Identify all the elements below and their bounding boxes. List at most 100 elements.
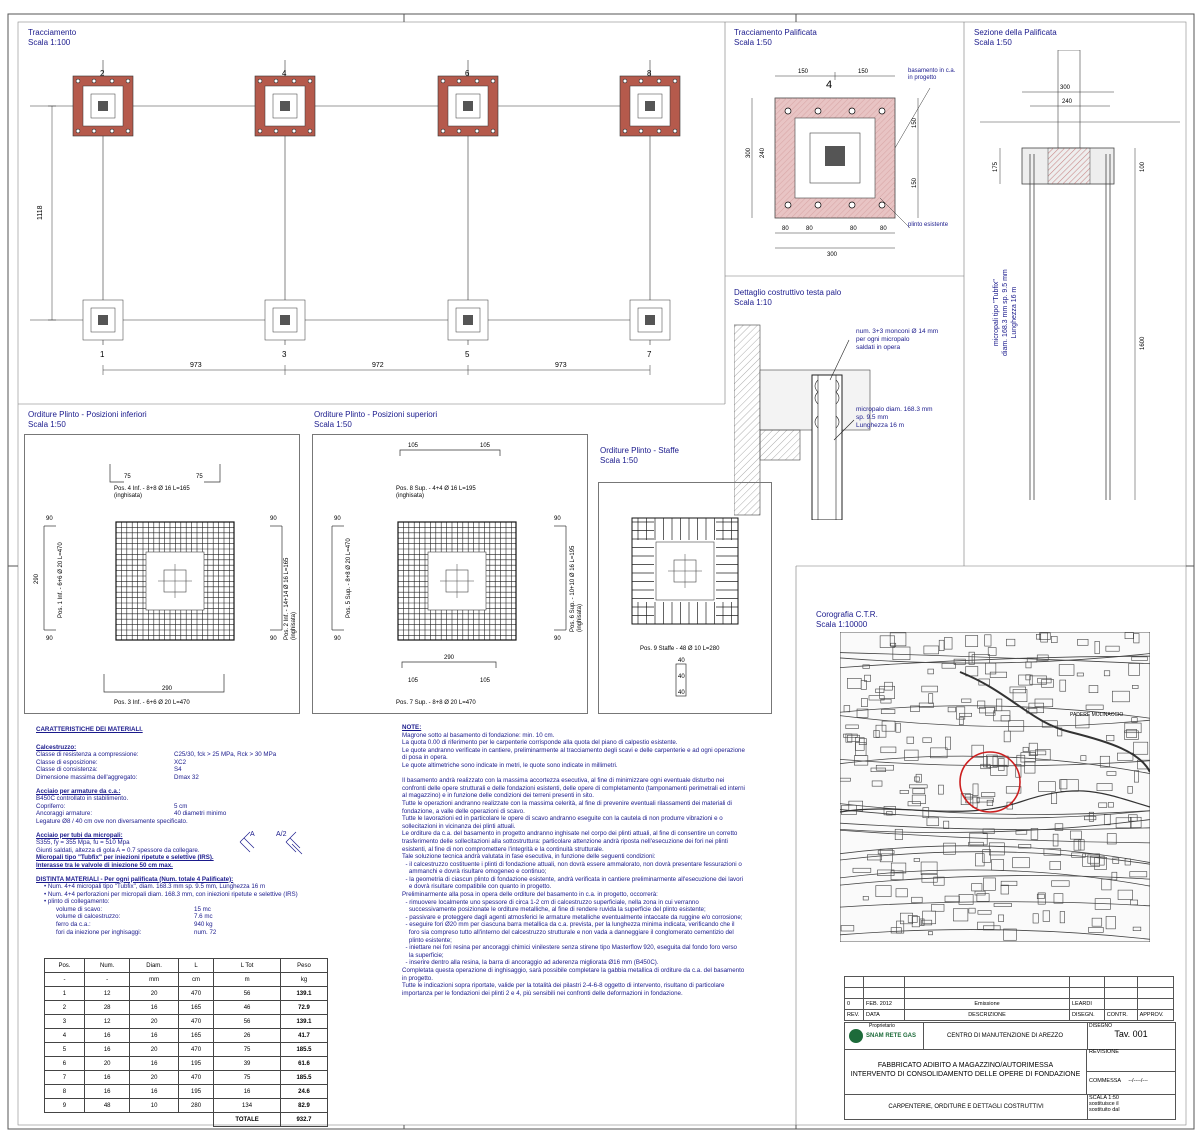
map-block xyxy=(875,885,892,897)
map-block xyxy=(947,706,956,713)
map-block xyxy=(1041,679,1054,688)
plan-id-7: 7 xyxy=(647,350,652,359)
map-block xyxy=(1053,893,1064,904)
acc-line: B450C controllato in stabilimento. xyxy=(36,795,129,803)
note-line: Tutte le indicazioni sopra riportate, va… xyxy=(402,982,725,990)
kv-key: Classe di consistenza: xyxy=(36,766,98,774)
map-street xyxy=(840,875,1150,886)
map-block xyxy=(1041,720,1058,728)
map-block xyxy=(961,698,972,703)
map-block xyxy=(860,680,867,690)
plan-dim-h2: 972 xyxy=(372,362,384,369)
map-block xyxy=(1088,927,1104,933)
map-block xyxy=(1112,857,1120,864)
pos2-label: Pos. 2 Inf. - 14+14 Ø 16 L=165 (inghisat… xyxy=(284,557,297,640)
dist-bullet-1-text: Num. 4+4 micropali tipo "Tubfix", diam. … xyxy=(47,883,266,891)
table-cell: 12 xyxy=(83,986,131,1001)
palificata-dim-l2: 240 xyxy=(760,147,766,158)
sezione-scale: Scala 1:50 xyxy=(974,38,1012,47)
sup-dim-90c: 90 xyxy=(554,516,561,522)
plan-plinto xyxy=(447,299,489,341)
map-block xyxy=(1134,770,1139,783)
map-block xyxy=(880,709,896,714)
note-line: Le quote altimetriche sono indicate in m… xyxy=(402,761,618,769)
pos6-label: Pos. 6 Sup. - 10+10 Ø 16 L=195 (inghisat… xyxy=(570,545,583,632)
notes-block: NOTE: Magrone sotto al basamento di fond… xyxy=(402,724,792,997)
map-block xyxy=(861,698,868,707)
tb-scala: SCALA 1:50 xyxy=(1089,1095,1119,1101)
map-block xyxy=(1015,829,1028,835)
table-cell: 20 xyxy=(129,1070,179,1085)
acc-last: Legature Ø8 / 40 cm ove non diversamente… xyxy=(36,817,188,825)
map-block xyxy=(913,858,920,862)
map-block xyxy=(1028,742,1038,756)
map-block xyxy=(868,695,885,701)
map-block xyxy=(1128,663,1140,676)
map-block xyxy=(945,736,951,750)
table-cell: 75 xyxy=(213,1042,281,1057)
map-block xyxy=(927,668,934,675)
map-block xyxy=(943,820,950,829)
staffe-dim-40c: 40 xyxy=(678,690,685,696)
table-cell: 4 xyxy=(44,1028,85,1043)
table-cell: 280 xyxy=(177,1098,215,1113)
map-block xyxy=(990,764,1008,776)
map-block xyxy=(923,645,939,655)
map-street xyxy=(840,655,1150,669)
palificata-dim-top2: 150 xyxy=(858,69,869,75)
table-cell: 82.9 xyxy=(279,1098,329,1113)
map-block xyxy=(911,794,926,804)
tb-commessa-val: --/----/--- xyxy=(1128,1078,1148,1084)
testa-scale: Scala 1:10 xyxy=(734,298,772,307)
note-line: - passivare e proteggere dagli agenti at… xyxy=(402,913,743,921)
kv-value: S4 xyxy=(174,766,182,774)
map-block xyxy=(1130,816,1142,828)
map-block xyxy=(1051,636,1058,643)
tb-commessa-label: COMMESSA xyxy=(1089,1078,1121,1084)
map-street xyxy=(840,759,1150,767)
table-cell: 39 xyxy=(213,1056,281,1071)
map-block xyxy=(1022,746,1029,752)
map-block xyxy=(922,910,936,925)
table-cell: 195 xyxy=(177,1056,215,1071)
tb-main: Proprietario SNAM RETE GAS CENTRO DI MAN… xyxy=(844,1022,1176,1120)
kv-key: fori da iniezione per inghisaggi: xyxy=(56,928,142,936)
map-block xyxy=(879,635,895,648)
table-cell: 9 xyxy=(44,1098,85,1113)
kv-row: Classe di resistenza a compressione:C25/… xyxy=(36,751,366,759)
map-block xyxy=(871,780,883,787)
table-cell: Num. xyxy=(83,958,131,973)
kv-value: 940 kg xyxy=(194,921,213,929)
rev-date: FEB. 2012 xyxy=(863,998,905,1010)
map-block xyxy=(1025,674,1031,681)
map-block xyxy=(873,730,880,738)
map-block xyxy=(1052,833,1059,847)
table-cell: 16 xyxy=(83,1084,131,1099)
table-cell: 20 xyxy=(83,1056,131,1071)
table-cell: 139.1 xyxy=(279,1014,329,1029)
table-cell: 20 xyxy=(129,1042,179,1057)
map-block xyxy=(1115,817,1132,829)
map-block xyxy=(892,646,911,661)
map-block xyxy=(998,914,1004,922)
map-block xyxy=(922,807,930,819)
map-block xyxy=(1106,735,1115,742)
map-block xyxy=(1103,670,1111,677)
map-block xyxy=(965,635,979,647)
map-block xyxy=(904,749,919,761)
palificata-dim-b1: 80 xyxy=(782,226,789,232)
corografia-title: Corografia C.T.R. Scala 1:10000 xyxy=(816,610,878,630)
pos8-label: Pos. 8 Sup. - 4+4 Ø 16 L=195 (inghisata) xyxy=(396,486,476,499)
map-street xyxy=(840,822,1150,831)
note-line: Tale soluzione tecnica andrà valutata in… xyxy=(402,853,656,861)
note-line: sollecitazioni in vicinanza dei plinti a… xyxy=(402,822,516,830)
map-block xyxy=(1078,839,1085,851)
map-block xyxy=(1132,926,1142,931)
map-block xyxy=(982,849,991,863)
map-block xyxy=(922,737,932,743)
palificata-title-text: Tracciamento Palificata xyxy=(734,28,817,37)
